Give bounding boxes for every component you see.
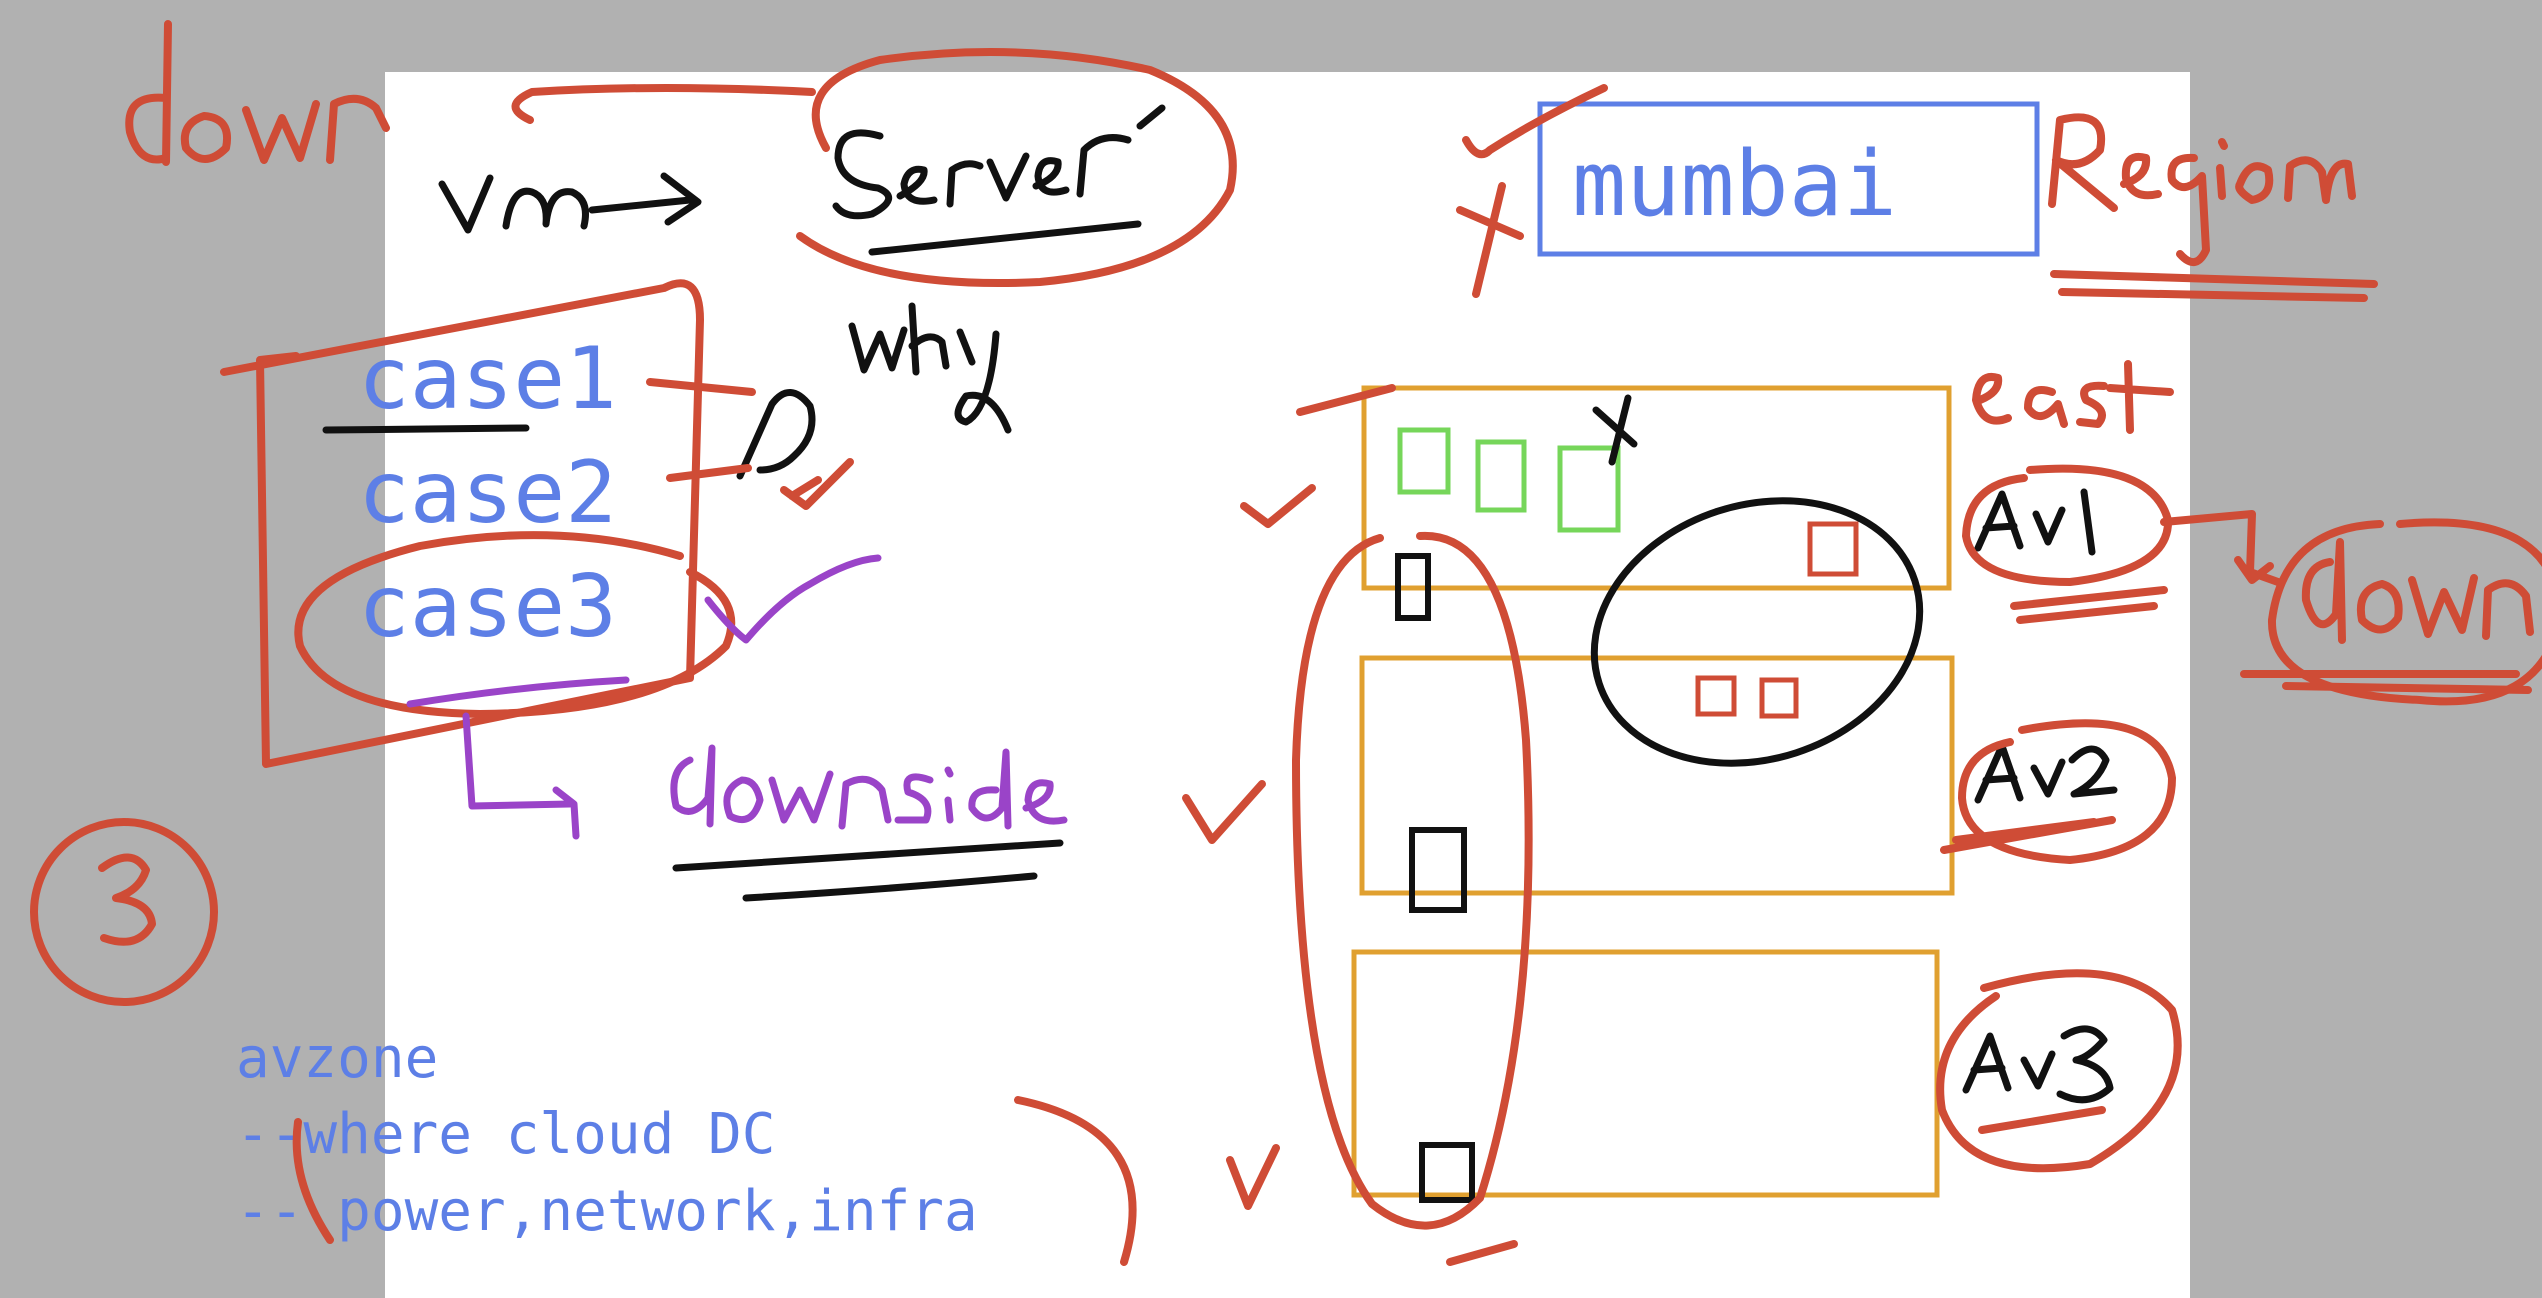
case-2-text: case2 bbox=[358, 443, 617, 543]
purple-checkmark bbox=[704, 554, 882, 644]
avzone-paren-right bbox=[1014, 1096, 1137, 1266]
av1-underline bbox=[2010, 586, 2168, 624]
vm-handwriting bbox=[438, 172, 702, 234]
circled-number-ring bbox=[30, 818, 218, 1006]
cross-mark bbox=[1592, 394, 1638, 466]
av1-circle bbox=[1962, 464, 2173, 586]
vm-square bbox=[1409, 827, 1467, 913]
availability-zones bbox=[1351, 385, 1955, 1198]
right-down-underline bbox=[2240, 670, 2532, 694]
zone-top-stroke bbox=[1296, 384, 1396, 416]
avzone-notes: avzone --where cloud DC -- power,network… bbox=[236, 1026, 978, 1244]
av2-underline bbox=[1940, 816, 2116, 854]
top-left-down-handwriting bbox=[125, 20, 390, 166]
red-checkmark bbox=[780, 458, 854, 510]
vm-square bbox=[1419, 1142, 1475, 1203]
black-vms bbox=[1395, 553, 1475, 1203]
zone-2-tick bbox=[1182, 780, 1266, 844]
vm-square bbox=[1557, 445, 1621, 533]
case-1-text: case1 bbox=[358, 329, 617, 429]
region-underline-1 bbox=[2050, 270, 2378, 288]
av3-label bbox=[1962, 1025, 2114, 1104]
zone-box-3 bbox=[1351, 949, 1940, 1198]
av3-underline bbox=[1978, 1106, 2106, 1134]
region-cross bbox=[1456, 182, 1524, 298]
av1-to-down-arrow bbox=[2160, 510, 2282, 586]
vertical-servers-ellipse bbox=[1292, 531, 1533, 1230]
av3-circle bbox=[1936, 969, 2182, 1173]
case-3-text: case3 bbox=[358, 557, 617, 657]
avzone-note-2: -- power,network,infra bbox=[236, 1179, 978, 1244]
right-down-circle bbox=[2267, 518, 2542, 706]
right-down-handwriting bbox=[2301, 538, 2534, 644]
bottom-dash bbox=[1446, 1240, 1518, 1266]
server-circle bbox=[796, 48, 1237, 288]
case-underline bbox=[322, 424, 530, 434]
region-name: mumbai bbox=[1572, 132, 1897, 237]
server-handwriting bbox=[832, 104, 1166, 220]
vm-square bbox=[1695, 675, 1737, 717]
vm-square bbox=[1759, 677, 1799, 719]
avzone-paren-left bbox=[292, 1118, 334, 1244]
vm-square bbox=[1397, 427, 1451, 495]
region-handwriting bbox=[2048, 113, 2356, 266]
av2-circle bbox=[1958, 719, 2176, 864]
case3-circle bbox=[294, 531, 736, 718]
server-underline bbox=[868, 220, 1142, 256]
case-list: case1 case2 case3 bbox=[358, 329, 617, 657]
zone-1-tick bbox=[1240, 484, 1316, 528]
zone-box-2 bbox=[1359, 655, 1955, 896]
zone-3-tick bbox=[1226, 1144, 1280, 1210]
why-handwriting bbox=[848, 302, 1012, 434]
case-ticks bbox=[646, 378, 756, 482]
purple-underline bbox=[406, 676, 630, 708]
white-page bbox=[385, 72, 2190, 1298]
vm-square bbox=[1807, 521, 1859, 577]
avzone-note-1: --where cloud DC bbox=[236, 1102, 775, 1167]
east-handwriting bbox=[1972, 360, 2174, 434]
case-arrow bbox=[736, 389, 816, 480]
vm-square bbox=[1395, 553, 1431, 621]
red-vms bbox=[1695, 521, 1859, 719]
downside-underline-1 bbox=[672, 839, 1064, 872]
downside-handwriting bbox=[670, 744, 1068, 830]
region-box: mumbai bbox=[1537, 101, 2040, 257]
green-vms bbox=[1397, 427, 1621, 533]
avzone-title: avzone bbox=[236, 1026, 438, 1091]
zone-box-1 bbox=[1361, 385, 1952, 591]
region-check bbox=[1462, 84, 1608, 159]
av1-label bbox=[1974, 488, 2096, 556]
vm-group-circle bbox=[1590, 497, 1924, 767]
circled-number-3 bbox=[98, 853, 156, 946]
server-arrow bbox=[511, 84, 816, 124]
downside-arrow bbox=[462, 712, 580, 840]
vm-square bbox=[1475, 439, 1527, 513]
downside-underline-2 bbox=[742, 872, 1038, 902]
region-underline-2 bbox=[2058, 288, 2368, 302]
